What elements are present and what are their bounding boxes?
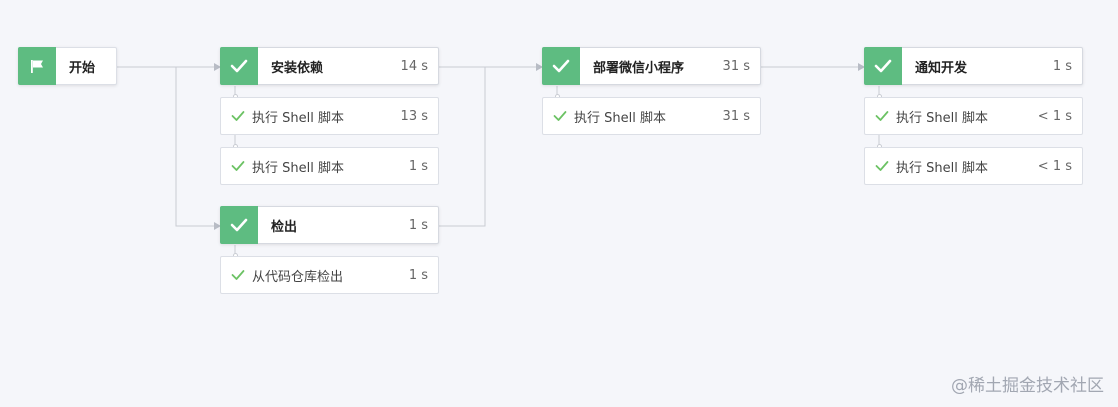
check-icon xyxy=(230,218,248,231)
start-label: 开始 xyxy=(69,60,96,76)
start-badge xyxy=(18,46,56,85)
step-label: 从代码仓库检出 xyxy=(252,269,344,285)
success-badge xyxy=(220,205,258,244)
connector-stage2-merge xyxy=(439,67,486,227)
step-item[interactable]: 执行 Shell 脚本 < 1 s xyxy=(864,147,1083,185)
connector-start-branch xyxy=(175,67,214,227)
step-item[interactable]: 执行 Shell 脚本 < 1 s xyxy=(864,97,1083,135)
step-duration: 1 s xyxy=(408,267,428,283)
stage-title: 部署微信小程序 xyxy=(593,60,685,76)
check-icon xyxy=(875,159,889,173)
success-badge xyxy=(220,46,258,85)
step-label: 执行 Shell 脚本 xyxy=(896,160,988,176)
check-icon xyxy=(231,268,245,282)
stage-title: 通知开发 xyxy=(915,60,968,76)
stage-notify-dev[interactable]: 通知开发 1 s xyxy=(864,46,1083,85)
step-label: 执行 Shell 脚本 xyxy=(574,110,666,126)
flag-icon xyxy=(31,59,43,73)
check-icon xyxy=(230,59,248,72)
step-duration: < 1 s xyxy=(1037,158,1072,174)
check-icon xyxy=(552,59,570,72)
step-item[interactable]: 从代码仓库检出 1 s xyxy=(220,256,439,294)
step-label: 执行 Shell 脚本 xyxy=(252,110,344,126)
step-item[interactable]: 执行 Shell 脚本 1 s xyxy=(220,147,439,185)
watermark: @稀土掘金技术社区 xyxy=(951,376,1104,396)
success-badge xyxy=(864,46,902,85)
stage-duration: 14 s xyxy=(400,58,428,74)
stage-deploy-miniprogram[interactable]: 部署微信小程序 31 s xyxy=(542,46,761,85)
step-duration: 31 s xyxy=(722,108,750,124)
stage-install-deps[interactable]: 安装依赖 14 s xyxy=(220,46,439,85)
step-duration: 13 s xyxy=(400,108,428,124)
stage-title: 检出 xyxy=(271,219,298,235)
check-icon xyxy=(875,109,889,123)
check-icon xyxy=(874,59,892,72)
stage-checkout[interactable]: 检出 1 s xyxy=(220,205,439,244)
stage-duration: 31 s xyxy=(722,58,750,74)
check-icon xyxy=(553,109,567,123)
step-duration: < 1 s xyxy=(1037,108,1072,124)
step-label: 执行 Shell 脚本 xyxy=(896,110,988,126)
start-node[interactable]: 开始 xyxy=(18,46,117,85)
step-label: 执行 Shell 脚本 xyxy=(252,160,344,176)
step-item[interactable]: 执行 Shell 脚本 13 s xyxy=(220,97,439,135)
check-icon xyxy=(231,109,245,123)
stage-duration: 1 s xyxy=(408,217,428,233)
stage-duration: 1 s xyxy=(1052,58,1072,74)
stage-title: 安装依赖 xyxy=(271,60,324,76)
step-duration: 1 s xyxy=(408,158,428,174)
check-icon xyxy=(231,159,245,173)
step-item[interactable]: 执行 Shell 脚本 31 s xyxy=(542,97,761,135)
success-badge xyxy=(542,46,580,85)
